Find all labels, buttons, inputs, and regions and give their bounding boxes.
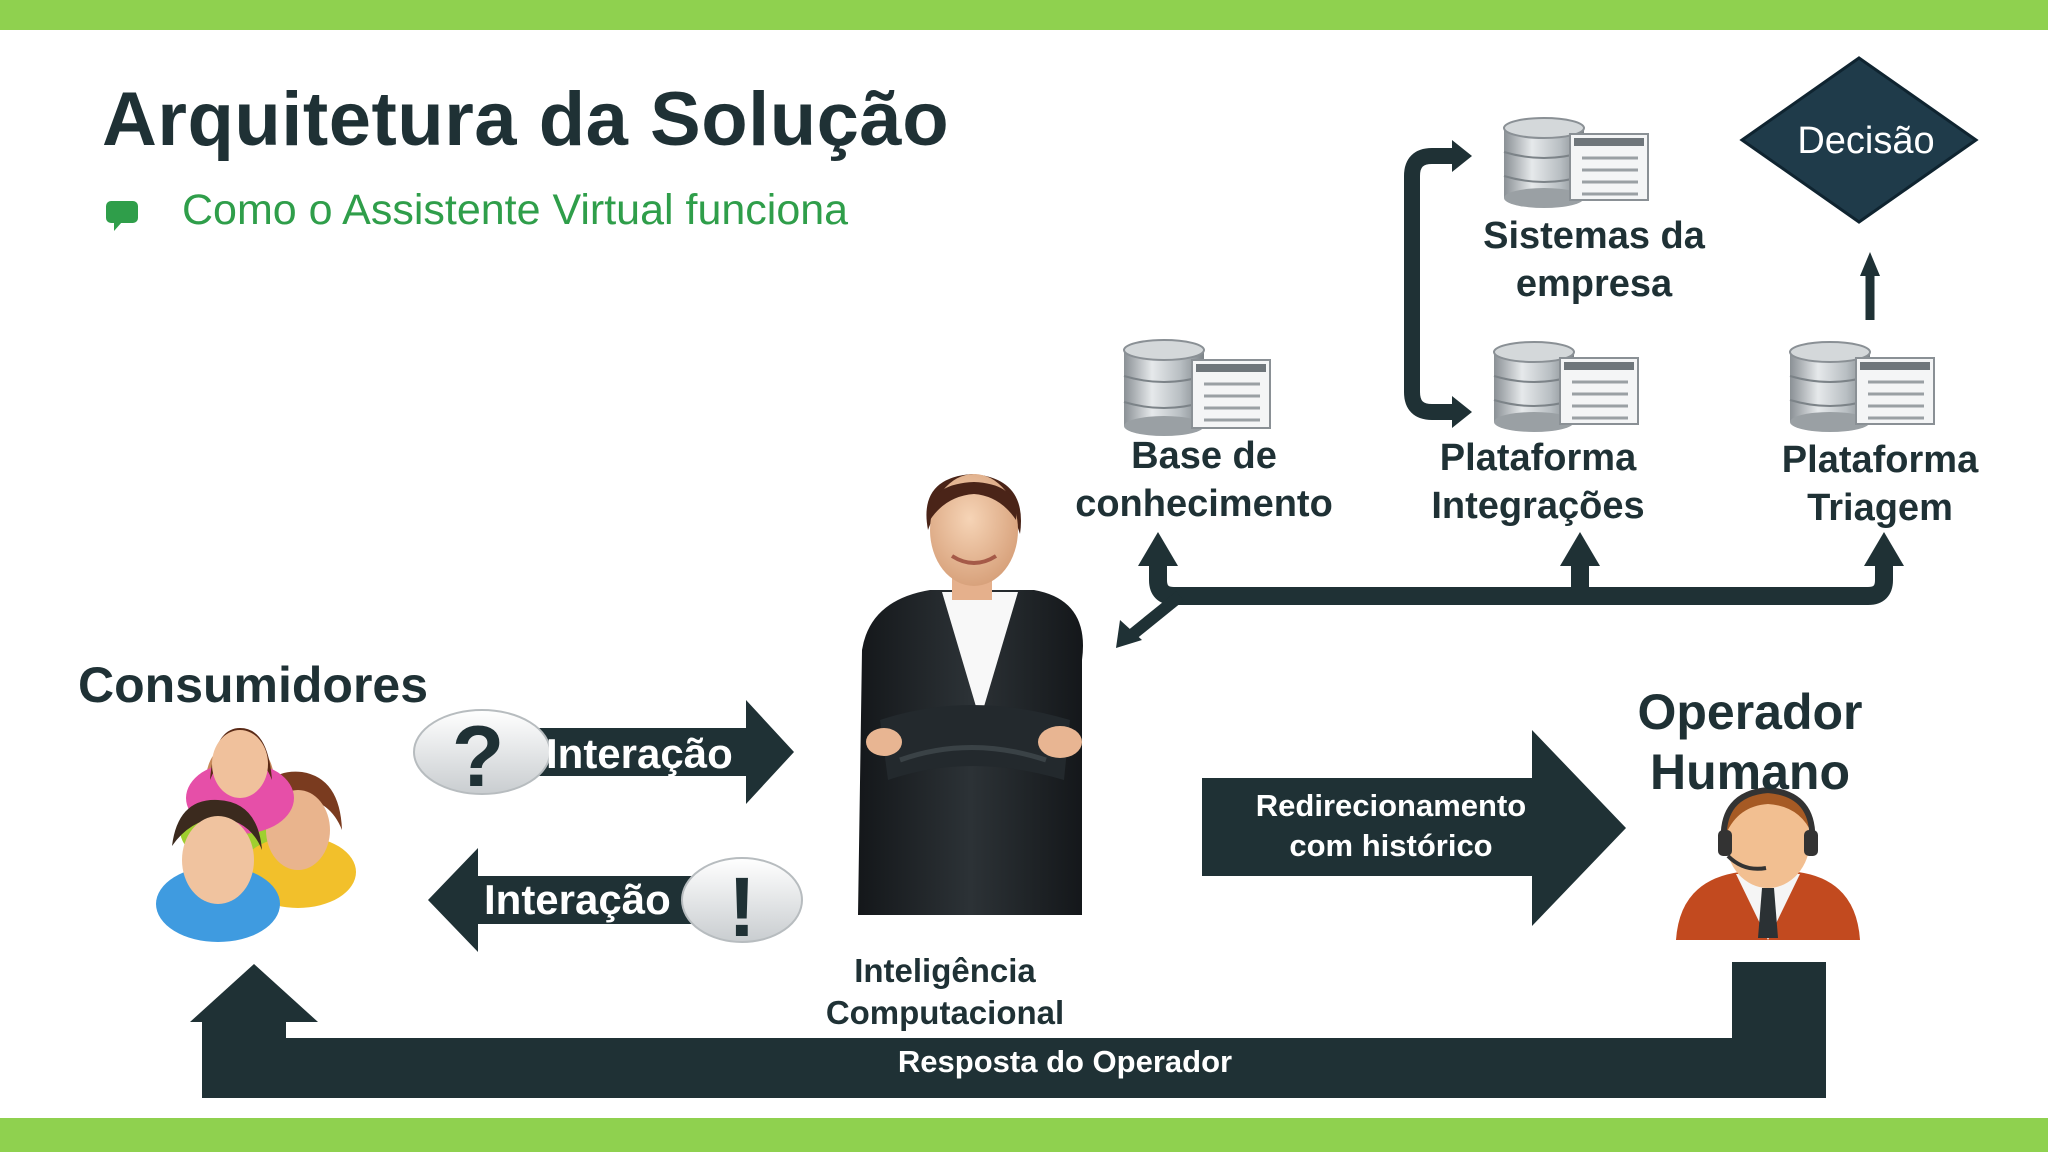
- top-accent-bar: [0, 0, 2048, 30]
- triagem-to-decisao-arrow: [1860, 252, 1880, 320]
- decisao-label: Decisão: [1797, 120, 1934, 162]
- exclamation-mark: !: [728, 860, 756, 954]
- inteligencia-line1: Inteligência: [854, 952, 1036, 989]
- interacao-out-label: Interação: [484, 876, 671, 923]
- integracoes-label: Plataforma Integrações: [1388, 434, 1688, 530]
- base-line1: Base de: [1131, 435, 1277, 477]
- redirecionamento-arrow: [1202, 730, 1626, 926]
- triagem-line1: Plataforma: [1781, 439, 1979, 481]
- triagem-database-icon: [1789, 341, 1935, 432]
- sistemas-line1: Sistemas da: [1483, 215, 1705, 257]
- sistemas-database-icon: [1503, 117, 1649, 208]
- exclamation-bubble: [681, 857, 803, 943]
- integracoes-database-icon: [1493, 341, 1639, 432]
- base-conhecimento-database-icon: [1123, 339, 1271, 436]
- integracoes-line1: Plataforma: [1439, 437, 1637, 479]
- slide-title: Arquitetura da Solução: [102, 77, 950, 162]
- consumers-group-icon: [156, 728, 356, 942]
- sistemas-label: Sistemas da empresa: [1444, 212, 1744, 308]
- slide-subtitle: Como o Assistente Virtual funciona: [182, 186, 849, 234]
- consumidores-label: Consumidores: [78, 657, 429, 713]
- triagem-label: Plataforma Triagem: [1730, 436, 2030, 532]
- resposta-label: Resposta do Operador: [897, 1044, 1233, 1079]
- human-operator-icon: [1676, 786, 1860, 940]
- inteligencia-label: Inteligência Computacional: [790, 950, 1100, 1034]
- sistemas-line2: empresa: [1515, 263, 1673, 305]
- resposta-operador-arrow: [190, 962, 1826, 1098]
- decisao-diamond: [1739, 56, 1979, 224]
- operador-label-text: Operador Humano: [1637, 684, 1863, 800]
- businesswoman-figure: [858, 474, 1083, 915]
- operador-label: Operador Humano: [1610, 682, 1890, 802]
- redirecionamento-line2: com histórico: [1289, 828, 1493, 863]
- database-connector-bus: [1116, 532, 1904, 648]
- inteligencia-line2: Computacional: [825, 994, 1065, 1031]
- triagem-line2: Triagem: [1807, 487, 1953, 529]
- question-mark: ?: [452, 709, 505, 805]
- redirecionamento-line1: Redirecionamento: [1255, 788, 1527, 823]
- sistemas-integracoes-bracket: [1404, 140, 1472, 428]
- redirecionamento-label: Redirecionamento com histórico: [1206, 786, 1576, 866]
- interacao-in-arrow: [500, 700, 794, 804]
- question-bubble: [413, 709, 551, 795]
- interacao-out-arrow: [428, 848, 712, 952]
- interacao-in-label: Interação: [546, 730, 733, 777]
- bottom-accent-bar: [0, 1118, 2048, 1152]
- speech-bubble-icon: [106, 201, 138, 231]
- base-line2: conhecimento: [1075, 483, 1333, 525]
- integracoes-line2: Integrações: [1431, 485, 1645, 527]
- base-conhecimento-label: Base de conhecimento: [1054, 432, 1354, 528]
